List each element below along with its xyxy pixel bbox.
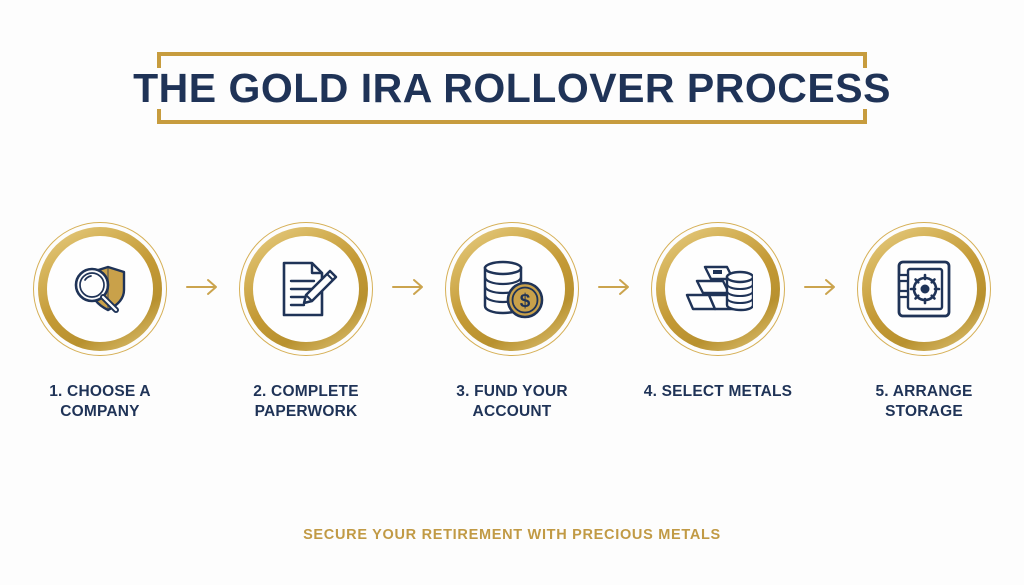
step-2-label: 2. COMPLETE PAPERWORK — [253, 383, 359, 420]
step-3-label: 3. FUND YOUR ACCOUNT — [456, 383, 568, 420]
gold-bars-coins-icon — [682, 253, 754, 325]
step-5-label: 5. ARRANGE STORAGE — [875, 383, 973, 420]
magnifier-shield-icon — [64, 253, 136, 325]
step-1-label: 1. CHOOSE A COMPANY — [49, 383, 151, 420]
connector-4 — [798, 222, 844, 356]
connector-1 — [180, 222, 226, 356]
step-4-label: 4. SELECT METALS — [643, 383, 793, 400]
document-pen-icon — [270, 253, 342, 325]
process-step-4[interactable]: 4. SELECT METALS — [638, 222, 798, 402]
connector-2 — [386, 222, 432, 356]
process-step-1[interactable]: 1. CHOOSE A COMPANY — [20, 222, 180, 422]
arrow-right-icon — [392, 277, 426, 302]
footer-tagline: SECURE YOUR RETIREMENT WITH PRECIOUS MET… — [303, 527, 721, 543]
arrow-right-icon — [598, 277, 632, 302]
svg-text:$: $ — [520, 291, 531, 312]
process-step-2[interactable]: 2. COMPLETE PAPERWORK — [226, 222, 386, 422]
step-3-circle[interactable]: $ — [445, 222, 579, 356]
arrow-right-icon — [186, 277, 220, 302]
process-step-3[interactable]: $ 3. FUND YOUR ACCOUNT — [432, 222, 592, 422]
process-step-row: 1. CHOOSE A COMPANY — [0, 222, 1024, 422]
coin-stack-dollar-icon: $ — [476, 253, 548, 325]
page-title: THE GOLD IRA ROLLOVER PROCESS — [119, 67, 905, 109]
step-1-circle[interactable] — [33, 222, 167, 356]
step-2-circle[interactable] — [239, 222, 373, 356]
title-banner: THE GOLD IRA ROLLOVER PROCESS — [0, 52, 1024, 124]
step-5-circle[interactable] — [857, 222, 991, 356]
step-4-circle[interactable] — [651, 222, 785, 356]
process-step-5[interactable]: 5. ARRANGE STORAGE — [844, 222, 1004, 422]
title-frame: THE GOLD IRA ROLLOVER PROCESS — [119, 52, 905, 124]
safe-vault-icon — [888, 253, 960, 325]
connector-3 — [592, 222, 638, 356]
arrow-right-icon — [804, 277, 838, 302]
